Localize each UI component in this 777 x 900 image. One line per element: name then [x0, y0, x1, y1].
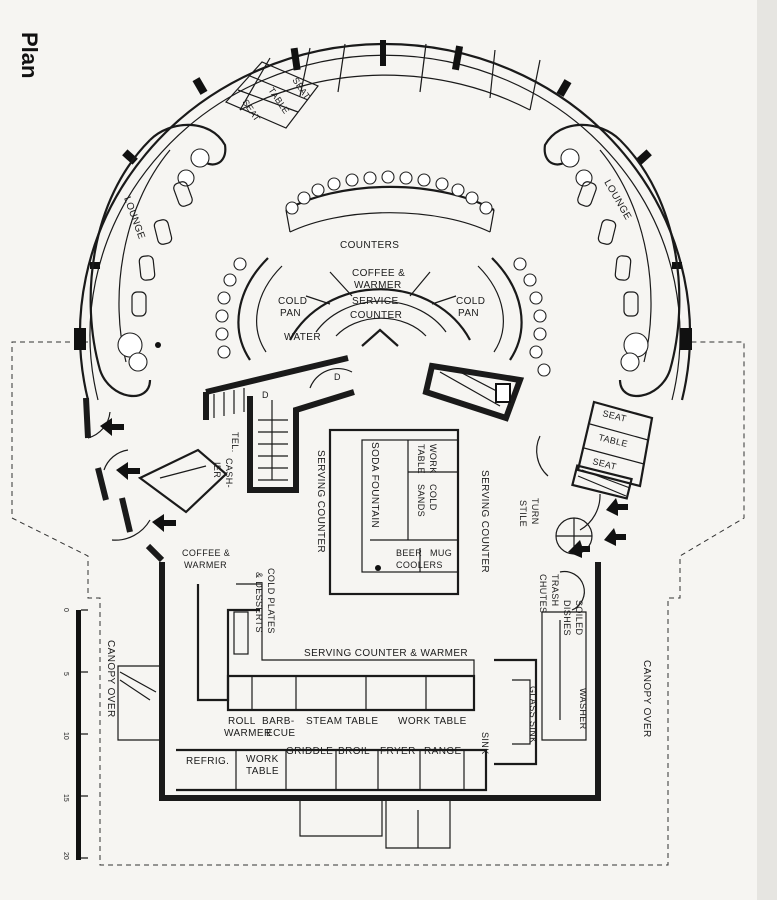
- room-label: IER: [212, 462, 222, 478]
- window-bays: [239, 43, 541, 111]
- kitchen: COFFEE & WARMER COLD PLATES & DESSERTS S…: [159, 548, 601, 801]
- booth-top-left: SEAT TABLE SEAT: [224, 61, 319, 129]
- room-label: COLD: [428, 484, 438, 511]
- room-label: D: [262, 390, 269, 400]
- room-label: BARB-: [262, 716, 295, 727]
- room-label: TRASH: [550, 574, 560, 607]
- room-label: 0: [62, 608, 69, 612]
- pass-through-unit: [422, 362, 525, 422]
- room-label: CHUTES: [538, 574, 548, 613]
- room-label: WARMER: [184, 560, 227, 570]
- stair-area: D D TEL.: [203, 355, 355, 493]
- room-label: 10: [62, 732, 69, 740]
- room-label: WASHER: [578, 688, 588, 730]
- room-label: D: [334, 372, 341, 382]
- room-label: SERVING COUNTER & WARMER: [304, 648, 468, 659]
- room-label: SINK: [480, 732, 490, 755]
- room-label: RANGE: [424, 746, 462, 757]
- room-label: PAN: [280, 308, 301, 319]
- booth-right: SEAT TABLE SEAT: [571, 400, 654, 500]
- room-label: 20: [62, 852, 69, 860]
- room-label: WORK: [428, 444, 438, 474]
- room-label: TURN: [530, 498, 540, 525]
- room-label: TEL.: [230, 432, 240, 453]
- room-label: COUNTER: [350, 310, 402, 321]
- room-label: BROIL: [338, 746, 370, 757]
- page-gutter: [757, 0, 777, 900]
- room-label: DISHES: [562, 600, 572, 636]
- lounge-right: LOUNGE: [543, 123, 681, 398]
- central-serving-island: SERVING COUNTER SERVING COUNTER SODA FOU…: [315, 428, 490, 596]
- room-label: COLD: [456, 296, 485, 307]
- room-label: & DESSERTS: [254, 572, 264, 633]
- exit-turnstile: TURN STILE: [518, 435, 628, 558]
- room-label: FRYER: [380, 746, 416, 757]
- room-label: BEER: [396, 548, 422, 558]
- entrance-doors-left: [83, 397, 176, 563]
- room-label: STEAM TABLE: [306, 716, 378, 727]
- room-label: GRIDDLE: [286, 746, 333, 757]
- counters-ring: COUNTERS: [215, 170, 551, 377]
- room-label: 5: [62, 672, 69, 676]
- canopy-label-right: CANOPY OVER: [641, 660, 652, 738]
- room-label: WORK TABLE: [398, 716, 467, 727]
- rotunda-inner-wall: [89, 54, 681, 401]
- lounge-left: LOUNGE: [89, 123, 227, 398]
- wall-piers: [74, 40, 692, 350]
- room-label: MUG: [430, 548, 452, 558]
- room-label: COFFEE &: [182, 548, 230, 558]
- room-label: CASH-: [224, 458, 234, 488]
- room-label: COLD: [278, 296, 307, 307]
- room-label: SERVICE: [352, 296, 399, 307]
- room-label: WARMER: [224, 728, 272, 739]
- service-counter: COFFEE & WARMER SERVICE COUNTER COLD PAN…: [278, 268, 485, 347]
- plan-title: Plan: [17, 32, 42, 78]
- room-label: WARMER: [354, 280, 402, 291]
- room-label: SERVING COUNTER: [479, 470, 490, 573]
- exit-arrow-icon: [606, 498, 628, 516]
- room-label: WORK: [246, 754, 279, 765]
- room-label: SERVING COUNTER: [315, 450, 326, 553]
- room-label: SODA FOUNTAIN: [369, 442, 380, 528]
- room-label: COLD PLATES: [266, 568, 276, 634]
- room-label: PAN: [458, 308, 479, 319]
- room-label: TABLE: [416, 444, 426, 474]
- exit-arrow-icon: [568, 540, 590, 558]
- lounge-right-label: LOUNGE: [601, 178, 633, 222]
- room-label: STILE: [518, 500, 528, 527]
- lounge-left-label: LOUNGE: [121, 195, 147, 241]
- entry-arrow-icon: [152, 514, 176, 532]
- exit-arrow-icon: [604, 528, 626, 546]
- room-label: WATER: [284, 332, 321, 343]
- room-label: COOLERS: [396, 560, 443, 570]
- room-label: SANDS: [416, 484, 426, 517]
- exterior-units: [117, 665, 451, 849]
- room-label: REFRIG.: [186, 756, 229, 767]
- room-label: GLASS SINK: [528, 686, 538, 744]
- room-label: TABLE: [246, 766, 279, 777]
- counters-label: COUNTERS: [340, 240, 399, 251]
- room-label: ECUE: [266, 728, 295, 739]
- canopy-label-left: CANOPY OVER: [105, 640, 116, 718]
- entry-arrow-icon: [116, 462, 140, 480]
- room-label: SOILED: [574, 600, 584, 636]
- room-label: 15: [62, 794, 69, 802]
- scale-bar: 0 5 10 15 20: [62, 608, 88, 860]
- entry-arrow-icon: [100, 418, 124, 436]
- room-label: COFFEE &: [352, 268, 405, 279]
- room-label: TABLE: [598, 432, 629, 449]
- cashier-booth: CASH- IER: [137, 448, 234, 514]
- rotunda-outer-wall: [78, 42, 692, 401]
- room-label: ROLL: [228, 716, 256, 727]
